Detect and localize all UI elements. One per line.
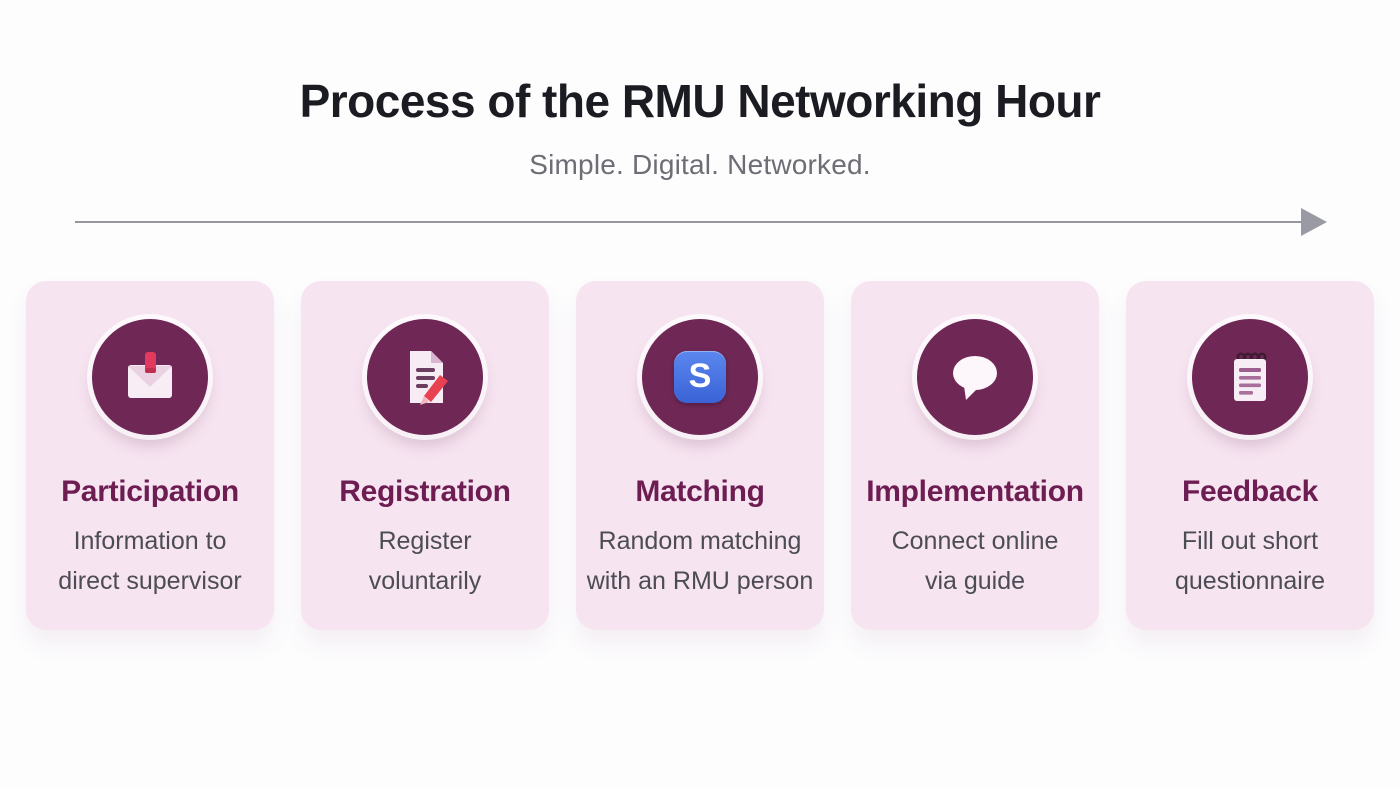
- matching-app-icon: S: [674, 350, 726, 403]
- process-steps: Participation Information to direct supe…: [0, 280, 1400, 630]
- step-title: Participation: [61, 474, 239, 508]
- step-description: Random matching with an RMU person: [586, 526, 814, 595]
- header: Process of the RMU Networking Hour Simpl…: [0, 0, 1400, 181]
- step-card-participation: Participation Information to direct supe…: [26, 280, 274, 630]
- participation-icon-circle: [92, 318, 208, 435]
- step-description: Fill out short questionnaire: [1174, 526, 1326, 595]
- matching-icon-circle: S: [642, 318, 758, 435]
- process-arrow: [75, 207, 1327, 236]
- document-pen-icon: [410, 350, 448, 405]
- step-card-feedback: Feedback Fill out short questionnaire: [1126, 280, 1374, 630]
- step-title: Registration: [339, 474, 511, 508]
- registration-icon-circle: [367, 318, 483, 435]
- step-title: Feedback: [1182, 474, 1318, 508]
- matching-app-letter: S: [688, 356, 712, 395]
- page-subtitle: Simple. Digital. Networked.: [529, 148, 871, 180]
- step-description: Connect online via guide: [891, 526, 1059, 595]
- arrow-head-icon: [1301, 207, 1327, 236]
- step-title: Matching: [635, 474, 765, 508]
- step-card-matching: S Matching Random matching with an RMU p…: [576, 280, 824, 630]
- step-description: Register voluntarily: [368, 526, 482, 595]
- feedback-icon-circle: [1192, 318, 1308, 435]
- mail-icon: [128, 351, 172, 398]
- arrow-line: [75, 220, 1302, 223]
- speech-bubble-icon: [953, 355, 997, 400]
- notepad-icon: [1234, 352, 1267, 401]
- step-card-registration: Registration Register voluntarily: [301, 280, 549, 630]
- implementation-icon-circle: [917, 318, 1033, 435]
- step-title: Implementation: [866, 474, 1084, 508]
- step-card-implementation: Implementation Connect online via guide: [851, 280, 1099, 630]
- step-description: Information to direct supervisor: [58, 526, 242, 595]
- page-title: Process of the RMU Networking Hour: [299, 75, 1101, 127]
